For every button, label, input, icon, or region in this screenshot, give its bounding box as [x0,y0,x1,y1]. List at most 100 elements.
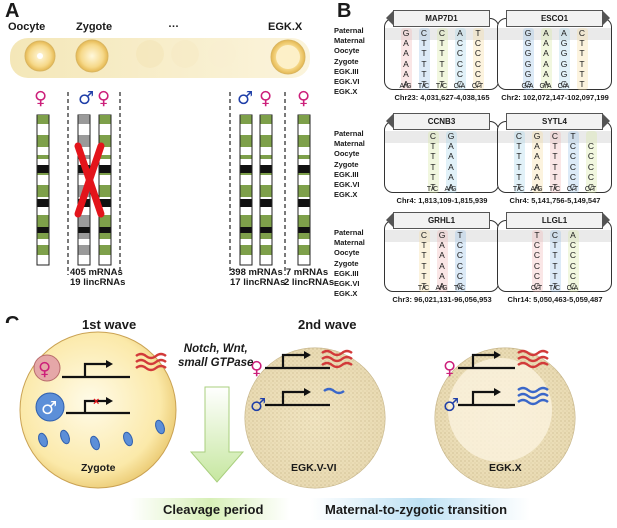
nucleotide: G [533,131,541,141]
nucleotide: C [456,240,464,251]
egkx-genotype: A/G [435,285,448,292]
svg-text:♀: ♀ [38,359,51,380]
nucleotide: T [439,58,445,69]
nucleotide: A [439,270,445,281]
snp-column [400,28,412,90]
egkx-genotype: C/A [566,285,579,292]
nucleotide: A [543,79,549,89]
egkx-genotype: G/A [521,83,534,90]
snp-column [531,131,543,193]
nucleotide: A [543,28,549,38]
chromosome-4 [239,114,253,266]
nucleotide: T [579,48,585,59]
stage-oocyte: Oocyte [8,21,46,33]
nucleotide: A [439,250,445,261]
egkx-genotype: C/T [584,186,597,193]
nucleotide: C [569,260,577,271]
nucleotide: T [552,161,558,172]
nucleotide: T [421,270,427,281]
egkx-genotype: C/T [530,285,543,292]
egkx-genotype: T/C [417,83,430,90]
nucleotide: A [448,151,454,162]
gene-name: GRHL1 [386,212,490,229]
nucleotide: C [533,240,541,251]
gene-coordinate: Chr2: 102,072,147-102,097,199 [501,93,609,102]
male-icon-zygote: ♂ [78,88,94,109]
nucleotide: G [524,68,532,79]
female-icon-zygote: ♀ [97,88,110,109]
mzt-label: Maternal-to-zygotic transition [325,502,508,517]
snp-column [558,28,570,90]
nucleotide: A [448,171,454,182]
nucleotide: T [457,230,463,240]
nucleotide: T [421,58,427,69]
nucleotide: T [552,260,558,271]
nucleotide: C [420,230,428,240]
nucleotide: C [569,270,577,281]
nucleotide: A [439,281,445,291]
nucleotide: T [421,281,427,291]
egkx-genotype: G/A [539,83,552,90]
nucleotide: G [560,68,568,79]
nucleotide: C [474,79,482,89]
nucleotide: C [420,28,428,38]
nucleotide: C [569,171,577,182]
nucleotide: C [438,28,446,38]
chromosome-6 [297,114,311,266]
nucleotide: A [534,171,540,182]
nucleotide: T [534,230,540,240]
nucleotide: G [524,38,532,49]
nucleotide: A [534,182,540,192]
nucleotide: C [474,68,482,79]
nucleotide: C [551,230,559,240]
nucleotide: T [430,151,436,162]
nucleotide: C [515,131,523,141]
nucleotide: C [569,161,577,172]
chromosome-5 [259,114,273,266]
nucleotide: T [475,28,481,38]
svg-text:♂: ♂ [41,398,57,419]
chromosome-ideograms [36,114,311,266]
nucleotide: C [569,240,577,251]
chromosome-3 [98,114,112,266]
nucleotide: C [587,151,595,162]
snp-column [513,131,525,193]
paternal-row [498,131,611,143]
nucleotide: A [448,161,454,172]
nucleotide: A [534,141,540,152]
nucleotide: C [569,141,577,152]
nucleotide: A [403,38,409,49]
nucleotide: C [456,260,464,271]
snp-column [522,28,534,90]
egkx-genotype: C/T [471,83,484,90]
nucleotide: T [421,250,427,261]
nucleotide: T [552,171,558,182]
nucleotide: T [430,171,436,182]
nucleotide: G [447,131,455,141]
nucleotide: A [439,240,445,251]
nucleotide: T [516,171,522,182]
snp-column [418,28,430,90]
nucleotide: C [533,260,541,271]
nucleotide: T [439,38,445,49]
gene-name: CCNB3 [386,113,490,130]
nucleotide: C [533,250,541,261]
nucleotide: C [569,281,577,291]
nucleotide: T [421,38,427,49]
nucleotide: T [430,161,436,172]
stage-zygote: Zygote [76,21,113,33]
nucleotide: G [402,28,410,38]
stage-ellipsis: … [168,18,179,30]
snp-column [472,28,484,90]
egkx-genotype: A/G [530,186,543,193]
egkx-genotype: A/G [444,186,457,193]
egkx-genotype: C/A [453,83,466,90]
snp-column [585,131,597,193]
nucleotide: T [421,68,427,79]
nucleotide: C [587,182,595,192]
egkx-genotype: T/C [453,285,466,292]
female-icon-egkx-2: ♀ [297,88,310,109]
nucleotide: T [439,48,445,59]
snp-column [576,28,588,90]
